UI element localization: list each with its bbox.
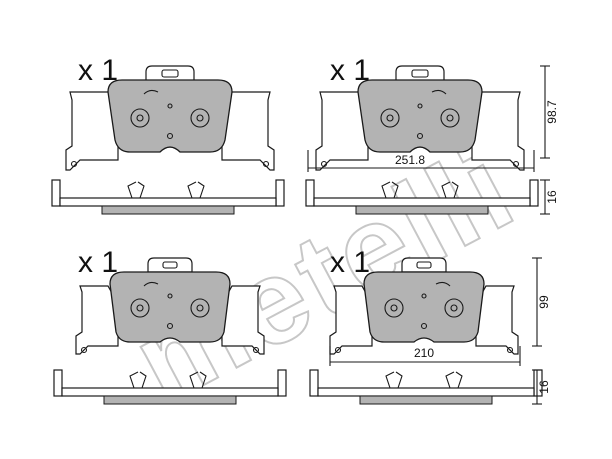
rotation-arrow-icon bbox=[431, 89, 447, 95]
bottom-width-label: 210 bbox=[414, 346, 434, 360]
brake-pad-top-right bbox=[315, 65, 525, 171]
profile-top-left bbox=[51, 179, 285, 215]
top-thickness-label: 16 bbox=[545, 190, 559, 204]
bottom-height-label: 99 bbox=[537, 295, 551, 309]
profile-bottom-right bbox=[309, 369, 543, 405]
bottom-thickness-label: 16 bbox=[537, 380, 551, 394]
brake-pad-top-left bbox=[65, 65, 275, 171]
brake-pad-bottom-right bbox=[329, 257, 519, 355]
brake-pad-bottom-left bbox=[75, 257, 265, 355]
quantity-bottom-left: x 1 bbox=[78, 246, 118, 279]
top-width-label: 251.8 bbox=[395, 153, 425, 167]
quantity-top-left: x 1 bbox=[78, 54, 118, 87]
rotation-arrow-icon bbox=[143, 281, 159, 287]
rotation-arrow-icon bbox=[143, 89, 159, 95]
quantity-bottom-right: x 1 bbox=[330, 246, 370, 279]
rotation-arrow-icon bbox=[435, 281, 451, 287]
top-height-label: 98.7 bbox=[545, 100, 559, 124]
